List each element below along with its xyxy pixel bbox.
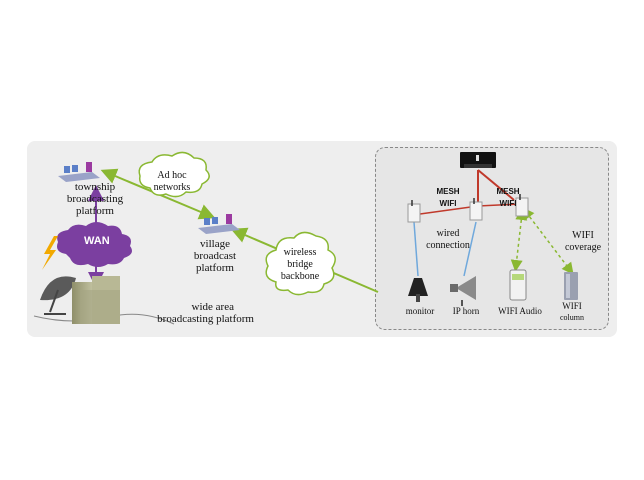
mesh-link-cross [419, 205, 479, 215]
wifi-audio-icon [509, 269, 527, 301]
wired-link [413, 221, 419, 277]
building-icon [72, 276, 120, 324]
wired-link [463, 221, 477, 277]
cloud-icon [57, 222, 132, 267]
wan-label: WAN [84, 235, 110, 247]
monitor-speaker-icon [408, 278, 428, 302]
switch-icon [58, 162, 100, 182]
wifi-link [522, 207, 574, 275]
wifi-audio-label: WIFI Audio [498, 306, 542, 316]
cloud-icon [138, 151, 210, 198]
access-point-icon [515, 194, 529, 217]
satellite-dish-icon [40, 276, 76, 315]
ip-horn-label: IP horn [452, 306, 480, 316]
router-icon [460, 152, 496, 168]
lightning-icon [42, 236, 58, 270]
switch-icon [198, 214, 240, 234]
monitor-label: monitor [405, 306, 435, 316]
access-point-icon [469, 198, 483, 221]
wifi-column-icon [564, 272, 578, 300]
cloud-icon [265, 231, 336, 296]
access-point-icon [407, 200, 421, 223]
horn-icon [450, 276, 476, 306]
mesh-link-cross2 [477, 203, 521, 207]
wifi-link [510, 208, 528, 272]
mesh-link-right [477, 169, 515, 201]
